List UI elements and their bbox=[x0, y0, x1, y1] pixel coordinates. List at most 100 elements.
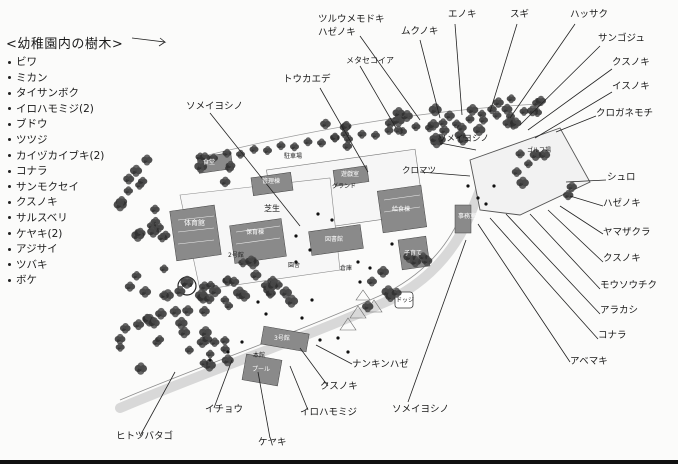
tree-marker-dot bbox=[310, 298, 314, 302]
legend-item-label: ブドウ bbox=[16, 118, 48, 131]
tree-canopy bbox=[180, 275, 194, 289]
tree-canopy bbox=[148, 317, 160, 329]
leader-line bbox=[407, 239, 467, 403]
legend-item-label: ボケ bbox=[16, 274, 37, 287]
tree-legend-list: ビワミカンタイサンボクイロハモミジ(2)ブドウツツジカイヅカイブキ(2)コナラサ… bbox=[8, 55, 104, 289]
tree-canopy bbox=[477, 109, 487, 119]
tree-canopy bbox=[393, 125, 403, 135]
legend-item: アジサイ bbox=[8, 242, 104, 258]
tree-canopy bbox=[209, 153, 218, 163]
tree-canopy bbox=[403, 250, 416, 264]
tree-canopy bbox=[123, 186, 133, 196]
place-label-bldg-b: 管理棟 bbox=[262, 178, 281, 185]
tree-canopy bbox=[134, 227, 146, 239]
bullet-dot-icon bbox=[8, 76, 11, 80]
legend-item: カイヅカイブキ(2) bbox=[8, 149, 104, 165]
tree-marker-dot bbox=[308, 248, 312, 252]
legend-item-label: ツバキ bbox=[16, 258, 48, 271]
tree-canopy bbox=[205, 349, 215, 359]
leader-line bbox=[454, 23, 463, 116]
tree-label-tsuru-umemodoki: ツルウメモドキ bbox=[318, 14, 385, 25]
tree-marker-dot bbox=[264, 312, 268, 316]
tree-marker-dot bbox=[318, 338, 322, 342]
tree-canopy bbox=[418, 252, 428, 262]
place-label-golf: ゴルフ場 bbox=[527, 147, 552, 154]
tree-canopy bbox=[199, 281, 210, 292]
tree-canopy bbox=[150, 204, 160, 215]
bullet-dot-icon bbox=[8, 216, 11, 220]
small-hills bbox=[339, 289, 383, 331]
tree-marker-dot bbox=[294, 234, 298, 238]
tree-canopy bbox=[219, 176, 231, 188]
small-sign bbox=[394, 291, 414, 309]
tree-label-metasequoia: メタセコイア bbox=[346, 56, 394, 65]
tree-canopy bbox=[276, 141, 286, 151]
tree-canopy bbox=[204, 293, 215, 305]
tree-canopy bbox=[206, 280, 215, 290]
leader-line bbox=[213, 359, 233, 409]
tree-canopy bbox=[391, 287, 402, 298]
tree-canopy bbox=[411, 122, 421, 132]
tree-label-enoki: エノキ bbox=[448, 9, 477, 20]
tree-canopy bbox=[511, 167, 522, 178]
tree-label-sango-ju: サンゴジュ bbox=[598, 33, 645, 44]
legend-item: ボケ bbox=[8, 273, 104, 289]
place-label-small-mark: ドッジ bbox=[396, 297, 415, 304]
tree-canopy bbox=[245, 255, 257, 267]
bullet-dot-icon bbox=[8, 185, 11, 189]
tree-marker-dot bbox=[492, 184, 496, 188]
tree-markers bbox=[208, 184, 496, 362]
legend-item-label: コナラ bbox=[16, 165, 48, 178]
tree-label-kusunoki-bottom: クスノキ bbox=[320, 381, 358, 392]
bullet-dot-icon bbox=[8, 107, 11, 111]
leader-line bbox=[547, 209, 604, 263]
tree-canopy bbox=[465, 114, 475, 124]
place-label-gym: 体育館 bbox=[184, 219, 205, 227]
legend-item: タイサンボク bbox=[8, 86, 104, 102]
legend-item-label: ツツジ bbox=[16, 133, 48, 146]
tree-canopy bbox=[421, 255, 433, 267]
tree-canopy bbox=[224, 301, 234, 311]
legend-item: ツツジ bbox=[8, 133, 104, 149]
legend-item-label: カイヅカイブキ(2) bbox=[16, 149, 105, 162]
tree-label-nankinhaze: ナンキンハゼ bbox=[352, 359, 409, 370]
leader-line bbox=[559, 205, 604, 235]
leader-line bbox=[139, 371, 176, 437]
tree-canopy bbox=[444, 110, 455, 122]
tree-canopy bbox=[473, 123, 486, 137]
legend-item: サルスベリ bbox=[8, 211, 104, 227]
tree-marker-dot bbox=[358, 280, 362, 284]
tree-canopy bbox=[429, 132, 442, 145]
tree-canopy bbox=[409, 255, 422, 268]
tree-label-kurogane-mochi: クロガネモチ bbox=[596, 108, 654, 119]
legend-item: ビワ bbox=[8, 55, 104, 71]
tree-canopy bbox=[519, 106, 529, 116]
tree-canopy bbox=[263, 146, 272, 155]
leader-line bbox=[555, 115, 597, 133]
tree-canopy bbox=[222, 148, 232, 158]
legend-item-label: ケヤキ(2) bbox=[16, 227, 63, 240]
legend-item: サンモクセイ bbox=[8, 180, 104, 196]
place-label-bldg-d: 給食棟 bbox=[392, 206, 411, 213]
tree-label-someiyoshino-mid: ソメイヨシノ bbox=[438, 134, 490, 144]
legend-item: ツバキ bbox=[8, 258, 104, 274]
tree-canopy bbox=[182, 305, 194, 317]
tree-marker-dot bbox=[330, 218, 334, 222]
place-label-lawn: 芝生 bbox=[264, 204, 280, 213]
tree-canopy bbox=[492, 110, 502, 120]
tree-canopy bbox=[138, 176, 148, 186]
leader-line bbox=[509, 23, 576, 119]
tree-canopy bbox=[157, 232, 168, 243]
legend-item-label: タイサンボク bbox=[16, 87, 79, 100]
legend-item-label: サルスベリ bbox=[16, 211, 68, 224]
tree-canopy bbox=[366, 276, 377, 287]
tree-canopy bbox=[493, 97, 504, 108]
tree-marker-dot bbox=[484, 202, 488, 206]
bullet-dot-icon bbox=[8, 138, 11, 142]
tree-canopy bbox=[290, 142, 299, 152]
tree-canopy bbox=[303, 137, 313, 147]
tree-marker-dot bbox=[240, 340, 244, 344]
tree-canopy bbox=[203, 358, 216, 372]
legend-item: ブドウ bbox=[8, 117, 104, 133]
